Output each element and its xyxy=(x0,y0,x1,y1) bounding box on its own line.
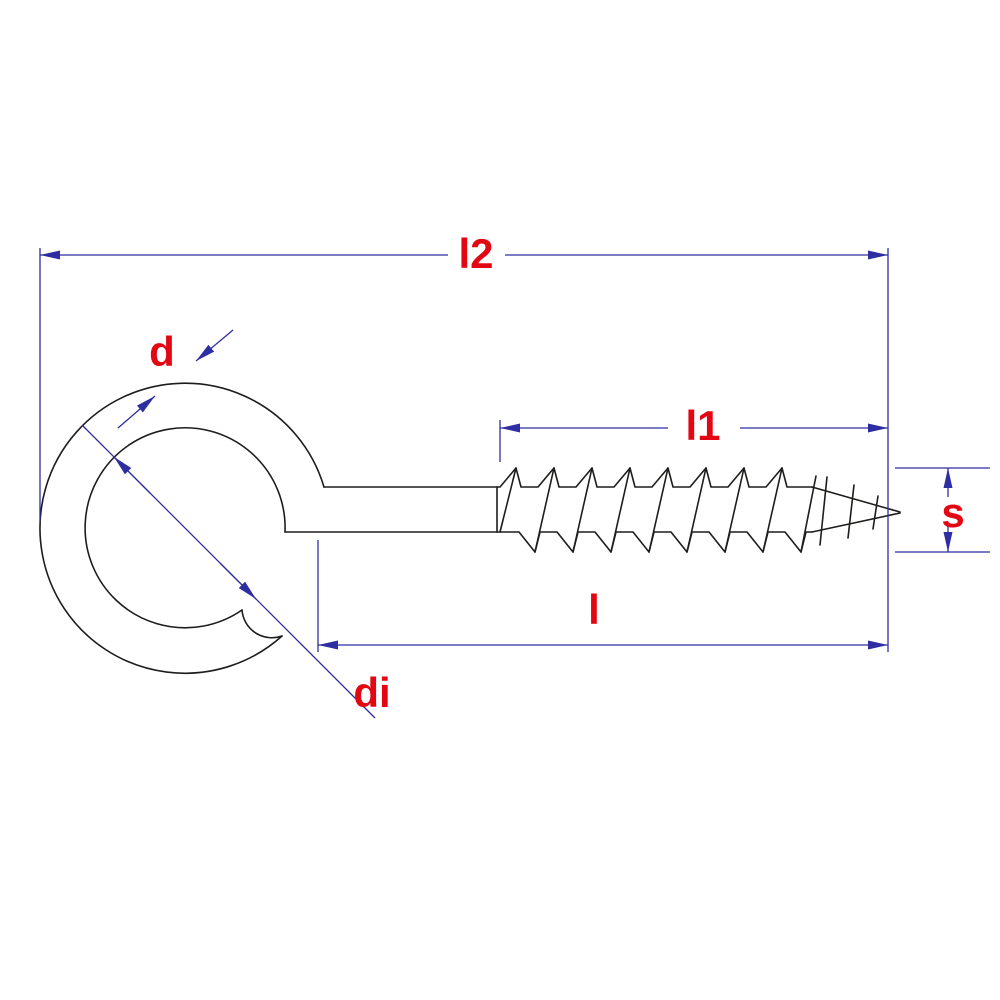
d-dim-line-lower xyxy=(117,395,156,429)
hook-screw-drawing xyxy=(39,382,901,674)
dimension-s: s xyxy=(895,467,990,553)
dimension-label-s: s xyxy=(941,489,964,536)
di-arrow-upper xyxy=(113,456,151,494)
dimension-d: d xyxy=(117,328,234,429)
d-dim-line-upper xyxy=(195,329,234,362)
hook-outer-contour xyxy=(39,382,325,674)
dimension-l2: l2 xyxy=(39,230,889,652)
thread-top-profile xyxy=(496,467,813,488)
hook-inner-contour xyxy=(84,427,286,629)
shank xyxy=(284,486,498,533)
dimension-di: di xyxy=(81,424,391,719)
dimension-l1: l1 xyxy=(499,402,888,462)
hook-eye xyxy=(39,382,325,674)
dimension-l: l xyxy=(317,540,888,652)
point-top-edge xyxy=(811,486,901,513)
di-arrow-lower xyxy=(219,562,257,600)
thread-flanks xyxy=(499,467,817,553)
hook-end-cap xyxy=(241,609,283,639)
screw-point xyxy=(811,476,901,546)
dimension-label-l2: l2 xyxy=(458,230,493,277)
thread-section xyxy=(496,467,817,553)
dimension-label-l1: l1 xyxy=(685,402,720,449)
dimension-label-l: l xyxy=(588,586,600,633)
dimension-label-d: d xyxy=(149,328,175,375)
point-bottom-edge xyxy=(811,512,901,533)
dimension-label-di: di xyxy=(353,669,390,716)
